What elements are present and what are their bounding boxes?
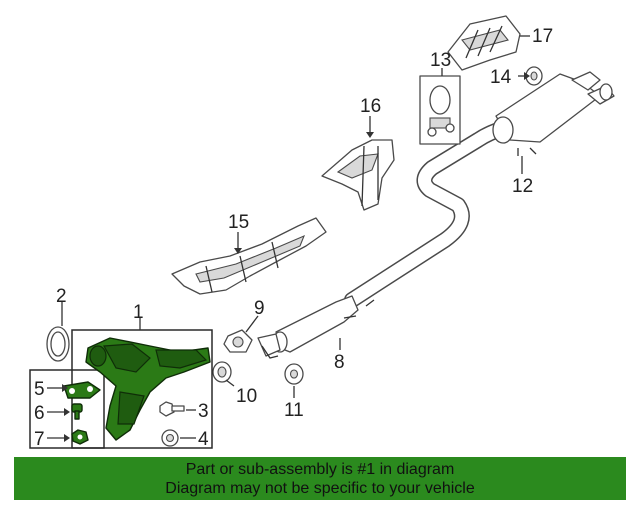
callout-11: 11 (284, 400, 304, 421)
callout-4: 4 (198, 429, 209, 450)
rear-muffler-12[interactable] (492, 71, 615, 156)
banner-line-1: Part or sub-assembly is #1 in diagram (185, 460, 455, 478)
gasket-5[interactable] (63, 381, 101, 399)
parts-5-7-group-box (29, 369, 105, 449)
exhaust-parts-diagram: 1 2 3 4 5 6 7 8 9 10 11 12 13 14 15 16 1… (29, 15, 615, 450)
callout-8: 8 (334, 352, 345, 373)
gasket-ring-2[interactable] (46, 326, 70, 362)
callout-10: 10 (236, 386, 257, 407)
nut-10[interactable] (212, 361, 232, 383)
callout-17: 17 (532, 26, 553, 47)
callout-12: 12 (512, 176, 533, 197)
banner-line-2: Diagram may not be specific to your vehi… (165, 479, 475, 497)
callout-14: 14 (490, 67, 512, 88)
gasket-9[interactable] (223, 329, 253, 353)
heat-shield-16[interactable] (321, 139, 395, 211)
callout-5: 5 (34, 379, 45, 400)
bolt-3[interactable] (159, 401, 185, 417)
callout-13: 13 (430, 50, 451, 71)
stud-6[interactable] (71, 403, 83, 420)
insulator-14[interactable] (525, 66, 543, 86)
clamp-13[interactable] (419, 75, 461, 145)
callout-9: 9 (254, 298, 265, 319)
catalytic-converter-1[interactable] (85, 337, 211, 441)
callout-7: 7 (34, 429, 45, 450)
callout-16: 16 (360, 96, 381, 117)
callout-1: 1 (133, 302, 144, 323)
leader-lines (47, 35, 530, 442)
resonator-8[interactable] (257, 295, 375, 359)
part-info-banner: Part or sub-assembly is #1 in diagram Di… (14, 457, 626, 500)
callout-2: 2 (56, 286, 67, 307)
nut-7[interactable] (71, 429, 89, 445)
nut-4[interactable] (161, 429, 179, 447)
callout-6: 6 (34, 403, 45, 424)
callout-15: 15 (228, 212, 249, 233)
insulator-11[interactable] (284, 363, 304, 385)
heat-shield-15[interactable] (171, 217, 327, 295)
callout-3: 3 (198, 401, 209, 422)
heat-shield-17[interactable] (447, 15, 521, 71)
exhaust-pipe (344, 120, 513, 308)
